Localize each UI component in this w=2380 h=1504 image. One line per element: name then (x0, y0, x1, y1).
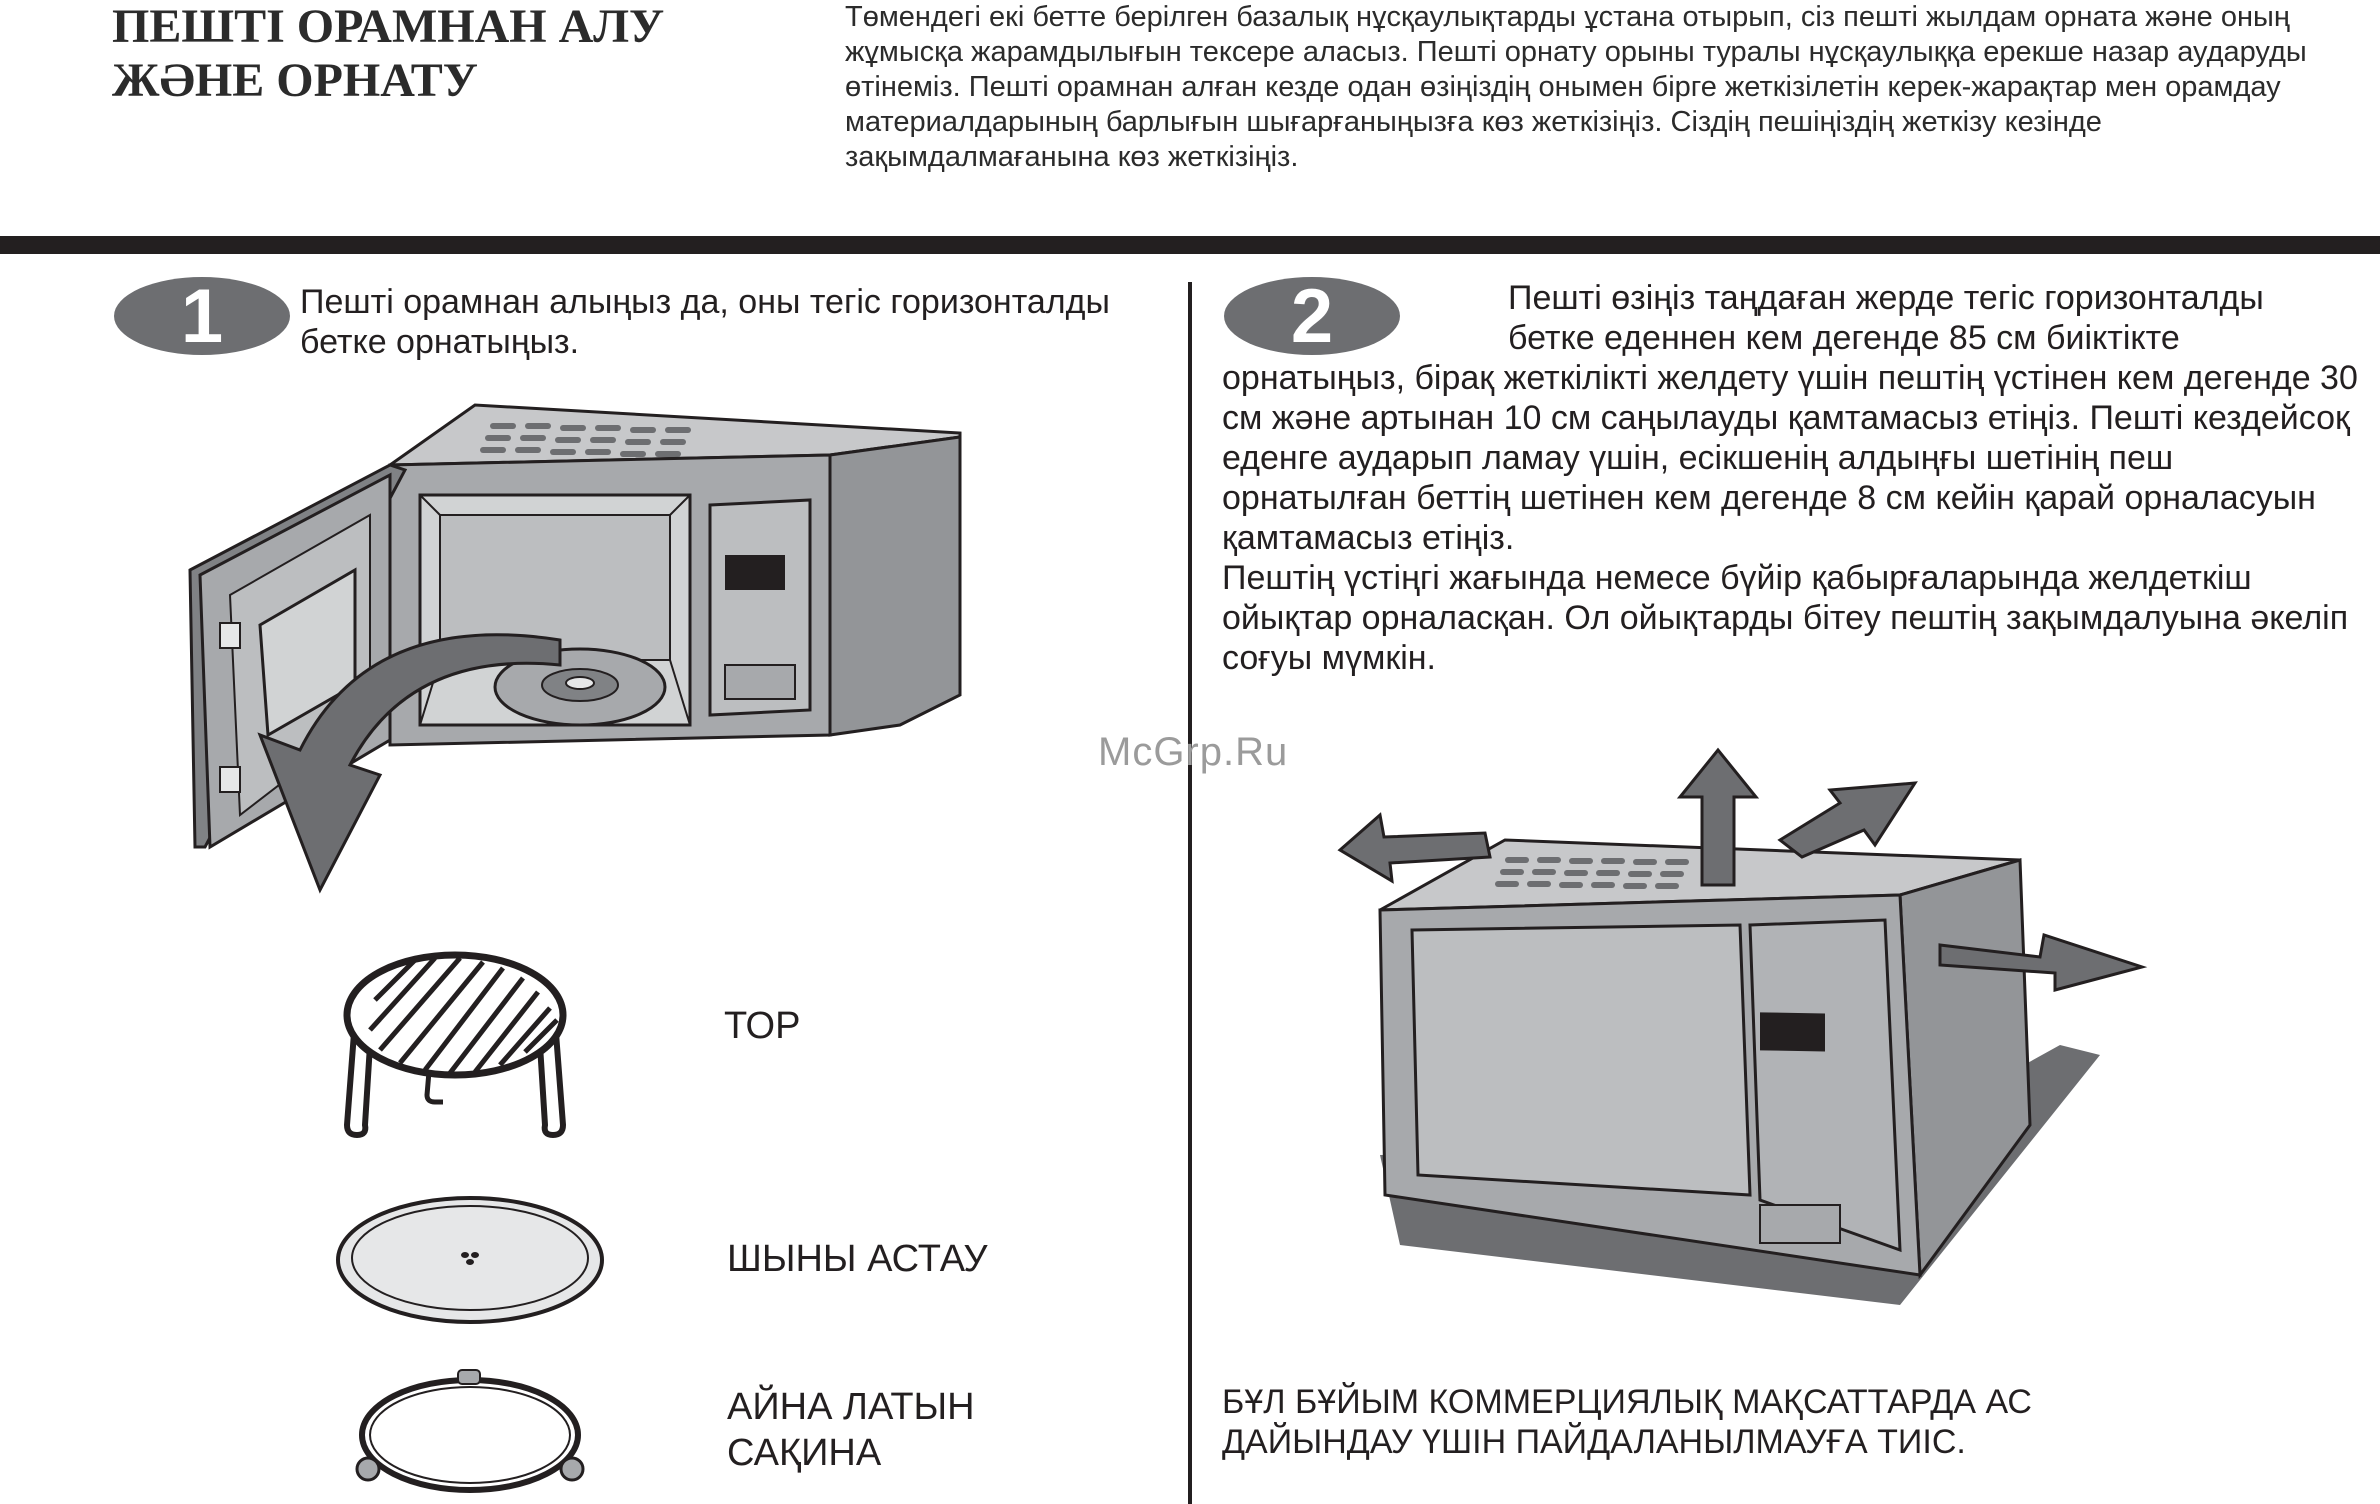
warning-line-1: БҰЛ БҰЙЫМ КОММЕРЦИЯЛЫҚ МАҚСАТТАРДА АС (1222, 1383, 2032, 1421)
step-1-badge: 1 (114, 274, 290, 359)
step-2-text-body: орнатыңыз, бірақ жеткілікті желдету үшін… (1222, 358, 2362, 678)
step-2-number: 2 (1291, 274, 1333, 359)
commercial-use-warning: БҰЛ БҰЙЫМ КОММЕРЦИЯЛЫҚ МАҚСАТТАРДА АС ДА… (1222, 1382, 2362, 1462)
roller-ring-illustration (355, 1369, 585, 1493)
watermark: McGrp.Ru (1098, 730, 1289, 774)
rack-label: ТОР (724, 1005, 801, 1047)
closed-microwave-illustration (1337, 747, 2148, 1305)
page-title: ПЕШТІ ОРАМНАН АЛУ ЖӘНЕ ОРНАТУ (112, 0, 732, 108)
title-line-1: ПЕШТІ ОРАМНАН АЛУ (112, 0, 665, 53)
intro-paragraph: Төмендегі екі бетте берілген базалық нұс… (845, 1, 2307, 173)
step-2-text-intro: Пешті өзіңіз таңдаған жерде тегіс горизо… (1508, 279, 2264, 357)
roller-ring-label-line-1: АЙНА ЛАТЫН (727, 1386, 975, 1428)
warning-line-2: ДАЙЫНДАУ ҮШІН ПАЙДАЛАНЫЛМАУҒА ТИІС. (1222, 1423, 1966, 1461)
step-1-number: 1 (181, 274, 223, 359)
rack-illustration (343, 951, 567, 1139)
step-2-paragraph-2: Пештің үстіңгі жағында немесе бүйір қабы… (1222, 559, 2349, 677)
open-microwave-illustration (188, 403, 962, 894)
roller-ring-label: АЙНА ЛАТЫН САҚИНА (727, 1384, 975, 1476)
step-2-badge: 2 (1224, 274, 1400, 359)
glass-tray-illustration (336, 1196, 604, 1324)
column-divider (1188, 282, 1192, 1504)
step-2-paragraph-1: орнатыңыз, бірақ жеткілікті желдету үшін… (1222, 359, 2358, 557)
step-1-text: Пешті орамнан алыңыз да, оны тегіс гориз… (300, 283, 1110, 361)
roller-ring-label-line-2: САҚИНА (727, 1432, 882, 1474)
glass-tray-label: ШЫНЫ АСТАУ (727, 1238, 988, 1280)
title-line-2: ЖӘНЕ ОРНАТУ (112, 54, 478, 107)
header-divider (0, 236, 2380, 254)
